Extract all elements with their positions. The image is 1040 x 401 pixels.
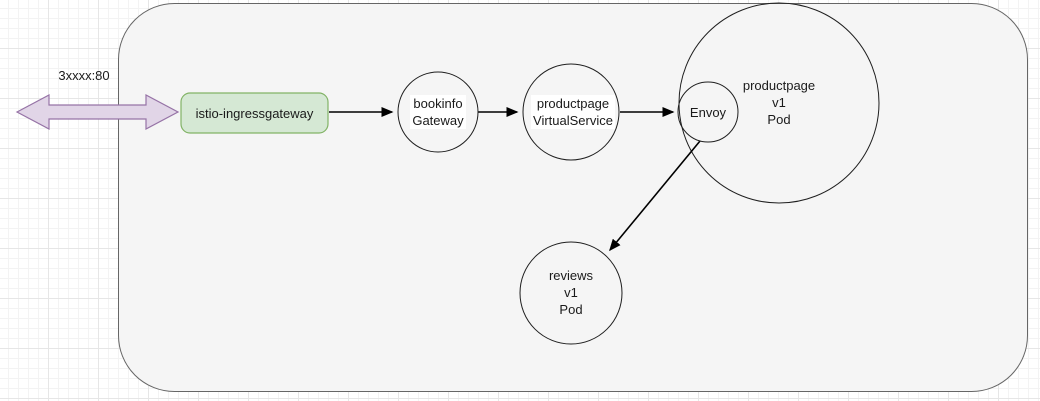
- envoy-circle[interactable]: [677, 81, 739, 143]
- ingressgateway-shape[interactable]: [180, 92, 329, 134]
- productpage-pod-label-line2: v1: [772, 95, 786, 110]
- productpage-pod-label-line3: Pod: [767, 112, 791, 127]
- ingressgateway-label: istio-ingressgateway: [195, 105, 314, 121]
- bookinfo-gateway-node[interactable]: bookinfo Gateway: [373, 95, 503, 129]
- bookinfo-gateway-label-line1: bookinfo: [413, 96, 463, 111]
- envoy-node[interactable]: Envoy: [668, 104, 748, 121]
- productpage-pod-label-line1: productpage: [742, 78, 816, 93]
- reviews-pod-label-line1: reviews: [548, 268, 594, 283]
- reviews-pod-circle[interactable]: [519, 241, 623, 345]
- bookinfo-gateway-circle[interactable]: [397, 71, 479, 153]
- reviews-pod-label-line3: Pod: [559, 302, 583, 317]
- cluster-container-shape[interactable]: [118, 3, 1028, 392]
- bookinfo-gateway-label-line2: Gateway: [412, 113, 464, 128]
- productpage-pod-node[interactable]: productpage v1 Pod: [709, 77, 849, 128]
- envoy-label: Envoy: [689, 105, 727, 120]
- reviews-pod-node[interactable]: reviews v1 Pod: [501, 267, 641, 318]
- ingressgateway-node[interactable]: istio-ingressgateway: [181, 93, 328, 133]
- reviews-pod-label-line2: v1: [564, 285, 578, 300]
- productpage-virtualservice-node[interactable]: productpage VirtualService: [503, 95, 643, 129]
- productpage-virtualservice-label-line2: VirtualService: [533, 113, 613, 128]
- productpage-virtualservice-label-line1: productpage: [536, 96, 610, 111]
- ingress-port-label: 3xxxx:80: [58, 68, 110, 83]
- edge-envoy-to-reviews[interactable]: [609, 140, 701, 252]
- productpage-virtualservice-circle[interactable]: [522, 63, 620, 161]
- ingress-double-arrow-shape[interactable]: [15, 94, 180, 130]
